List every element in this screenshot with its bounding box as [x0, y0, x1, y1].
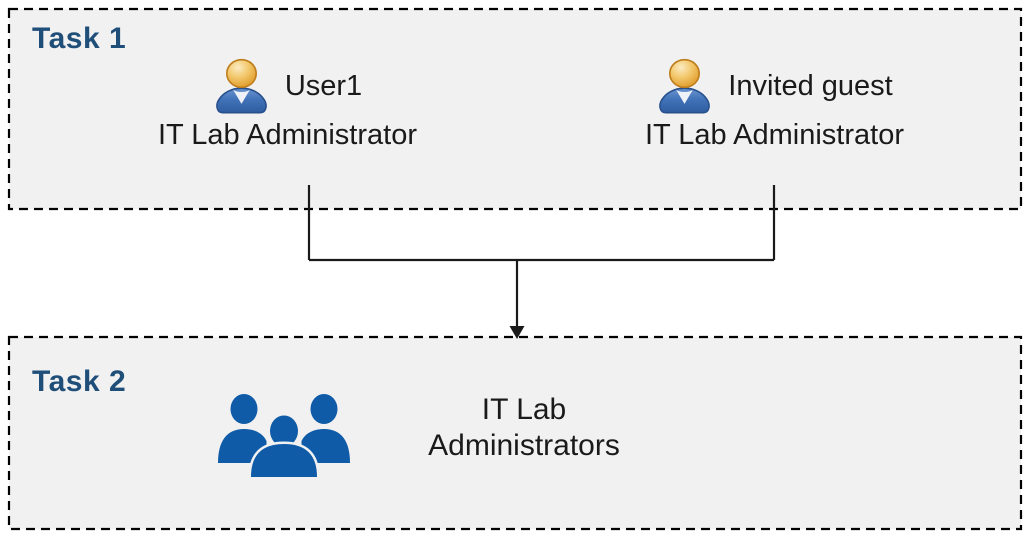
member-user1-name: User1: [284, 70, 363, 102]
member-user1-role: IT Lab Administrator: [158, 119, 417, 151]
people-group-icon: [218, 394, 350, 477]
member-user1: User1 IT Lab Administrator: [120, 55, 455, 154]
connector-arrowhead-icon: [509, 326, 525, 339]
member-invited-guest: Invited guest IT Lab Administrator: [607, 55, 942, 154]
person-icon: [659, 58, 711, 114]
task2-group-name-line1: IT Lab: [481, 393, 567, 426]
person-icon: [215, 58, 267, 114]
member-invited-guest-role: IT Lab Administrator: [645, 119, 904, 151]
member-invited-guest-name: Invited guest: [728, 70, 893, 102]
task2-group-name: IT Lab Administrators: [368, 392, 680, 464]
merge-connector: [307, 185, 776, 327]
member-user1-row: User1: [213, 55, 362, 117]
task2-group-name-line2: Administrators: [428, 429, 620, 462]
task2-label: Task 2: [32, 365, 127, 398]
member-invited-guest-row: Invited guest: [656, 55, 893, 117]
task1-label: Task 1: [32, 22, 127, 55]
